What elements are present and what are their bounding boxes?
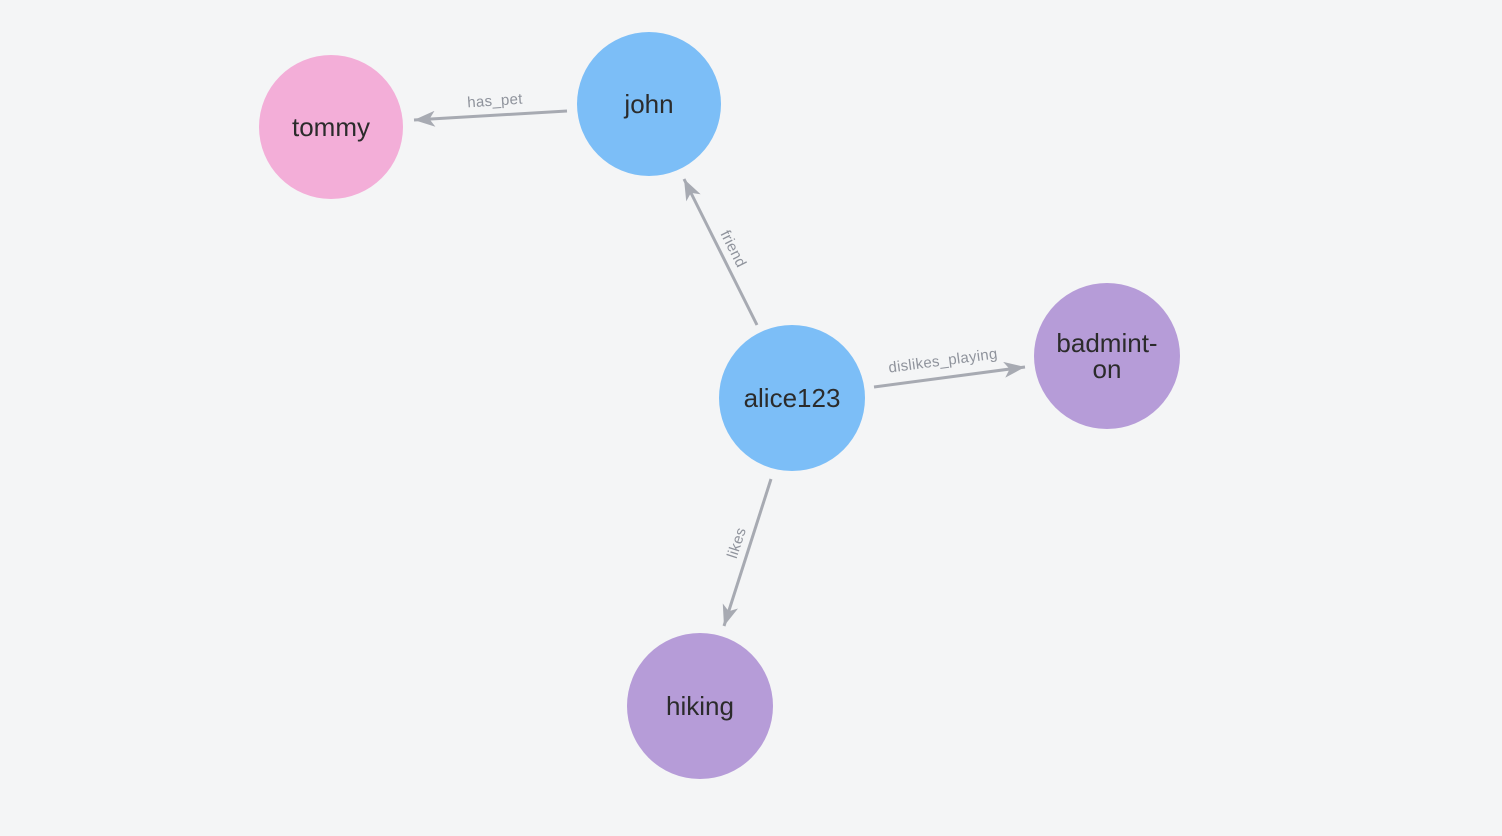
node-tommy[interactable]	[259, 55, 403, 199]
node-badminton[interactable]	[1034, 283, 1180, 429]
edges-layer	[413, 109, 1026, 627]
edge-alice123-dislikes_playing[interactable]	[873, 361, 1026, 389]
node-hiking[interactable]	[627, 633, 773, 779]
edge-label-friend[interactable]: friend	[716, 228, 749, 271]
edge-label-has_pet[interactable]: has_pet	[467, 91, 524, 112]
node-john[interactable]	[577, 32, 721, 176]
edge-alice123-likes[interactable]	[722, 478, 773, 627]
edge-alice123-friend[interactable]	[682, 178, 759, 326]
edge-john-has_pet[interactable]	[413, 109, 568, 127]
node-alice123[interactable]	[719, 325, 865, 471]
